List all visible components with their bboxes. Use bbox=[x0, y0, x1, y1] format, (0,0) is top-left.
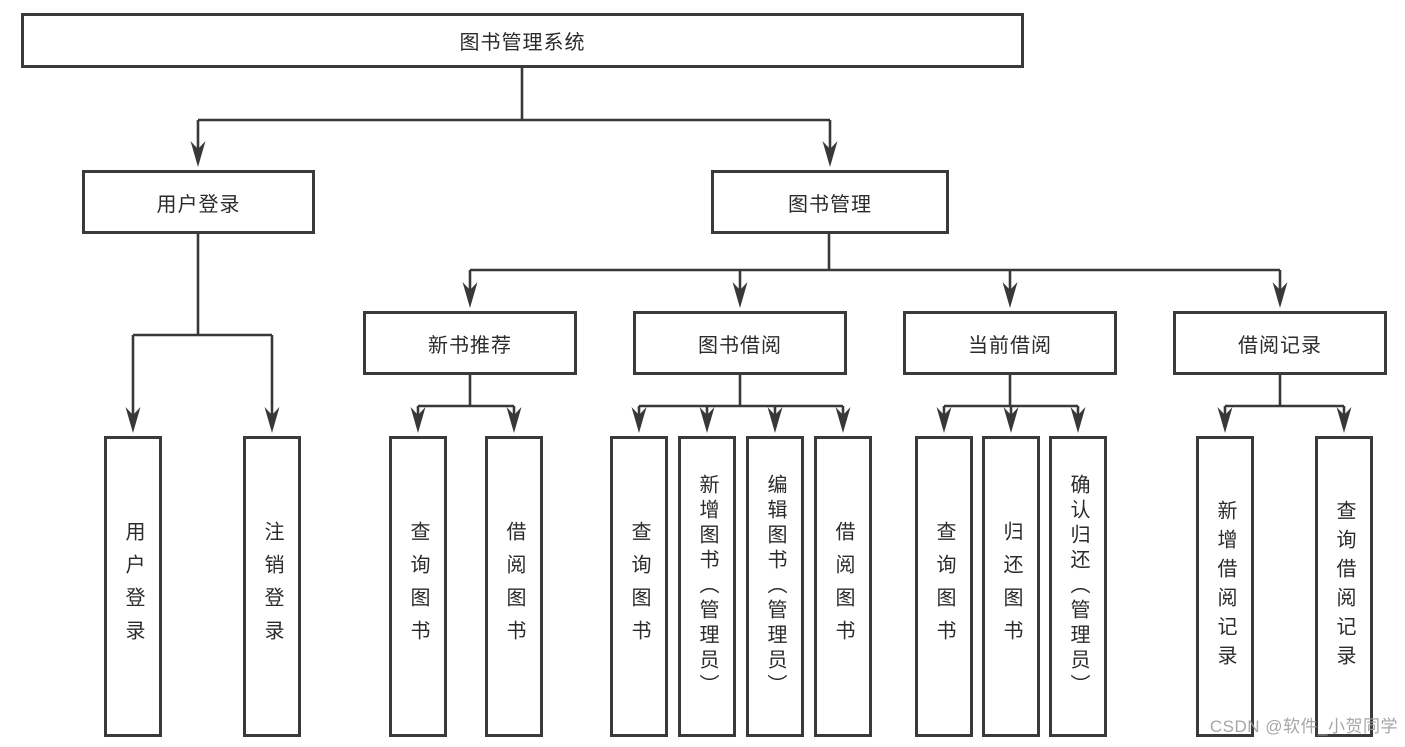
leaf-borrowing-edit-books-admin: 编辑图书（管理员） bbox=[746, 436, 804, 737]
leaf-label: 借阅图书 bbox=[832, 520, 854, 653]
node-label: 用户登录 bbox=[156, 193, 241, 216]
leaf-borrowing-add-books-admin: 新增图书（管理员） bbox=[678, 436, 736, 737]
leaf-label: 借阅图书 bbox=[503, 520, 525, 653]
node-book-borrowing: 图书借阅 bbox=[633, 311, 847, 375]
leaf-label: 归还图书 bbox=[1000, 520, 1022, 653]
leaf-label: 查询借阅记录 bbox=[1333, 499, 1355, 674]
leaf-current-confirm-return-admin: 确认归还（管理员） bbox=[1049, 436, 1107, 737]
leaf-label: 查询图书 bbox=[407, 520, 429, 653]
leaf-label: 新增借阅记录 bbox=[1214, 499, 1236, 674]
leaf-recommend-borrow-books: 借阅图书 bbox=[485, 436, 543, 737]
leaf-logout: 注销登录 bbox=[243, 436, 301, 737]
node-label: 当前借阅 bbox=[968, 334, 1052, 357]
leaf-records-add-borrow-record: 新增借阅记录 bbox=[1196, 436, 1254, 737]
node-label: 图书管理 bbox=[788, 193, 872, 216]
leaf-label: 查询图书 bbox=[933, 520, 955, 653]
node-current-borrowing: 当前借阅 bbox=[903, 311, 1117, 375]
node-user-login: 用户登录 bbox=[82, 170, 315, 234]
leaf-records-query-borrow-record: 查询借阅记录 bbox=[1315, 436, 1373, 737]
leaf-recommend-query-books: 查询图书 bbox=[389, 436, 447, 737]
leaf-label: 编辑图书（管理员） bbox=[764, 474, 786, 699]
leaf-user-login: 用户登录 bbox=[104, 436, 162, 737]
leaf-borrowing-query-books: 查询图书 bbox=[610, 436, 668, 737]
leaf-borrowing-borrow-books: 借阅图书 bbox=[814, 436, 872, 737]
node-book-management: 图书管理 bbox=[711, 170, 949, 234]
leaf-label: 注销登录 bbox=[261, 520, 283, 653]
node-label: 图书借阅 bbox=[698, 334, 782, 357]
node-borrowing-records: 借阅记录 bbox=[1173, 311, 1387, 375]
leaf-label: 用户登录 bbox=[122, 520, 144, 653]
node-label: 借阅记录 bbox=[1238, 334, 1322, 357]
node-library-management-system: 图书管理系统 bbox=[21, 13, 1024, 68]
node-label: 图书管理系统 bbox=[459, 32, 586, 54]
node-label: 新书推荐 bbox=[428, 334, 512, 357]
csdn-watermark: CSDN @软件_小贺同学 bbox=[1209, 717, 1398, 736]
leaf-label: 查询图书 bbox=[628, 520, 650, 653]
node-new-book-recommendation: 新书推荐 bbox=[363, 311, 577, 375]
leaf-label: 新增图书（管理员） bbox=[696, 474, 718, 699]
leaf-label: 确认归还（管理员） bbox=[1067, 474, 1089, 699]
leaf-current-return-books: 归还图书 bbox=[982, 436, 1040, 737]
leaf-current-query-books: 查询图书 bbox=[915, 436, 973, 737]
